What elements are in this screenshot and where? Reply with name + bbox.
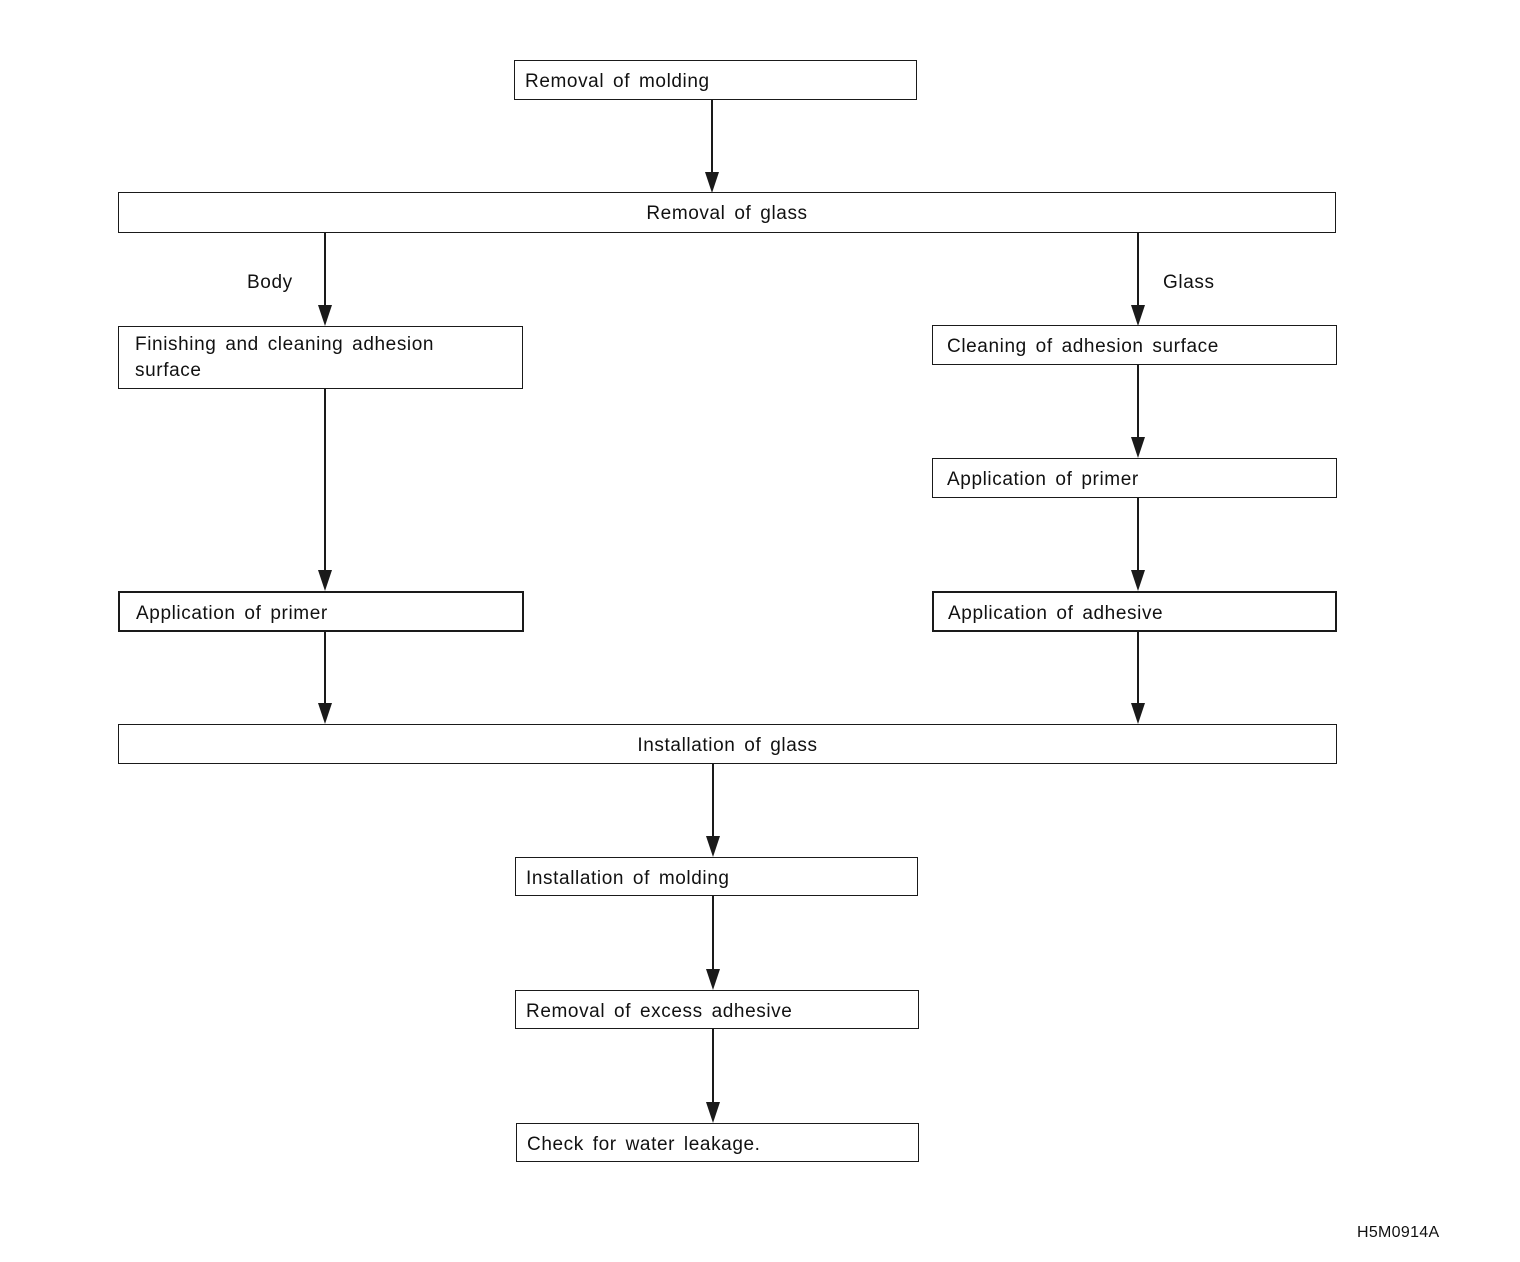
step-removal-of-molding: Removal of molding: [514, 60, 917, 100]
arrowhead-icon: [706, 969, 720, 990]
step-removal-of-glass: Removal of glass: [118, 192, 1336, 233]
step-glass-cleaning-adhesion-surface: Cleaning of adhesion surface: [932, 325, 1337, 365]
step-installation-of-molding: Installation of molding: [515, 857, 918, 896]
step-glass-application-of-adhesive: Application of adhesive: [932, 591, 1337, 632]
step-installation-of-glass: Installation of glass: [118, 724, 1337, 764]
arrowhead-icon: [318, 570, 332, 591]
arrowhead-icon: [1131, 437, 1145, 458]
arrowhead-icon: [318, 305, 332, 326]
arrowhead-icon: [1131, 703, 1145, 724]
arrowhead-icon: [705, 172, 719, 193]
arrowhead-icon: [1131, 305, 1145, 326]
arrowhead-icon: [706, 1102, 720, 1123]
arrowhead-icon: [318, 703, 332, 724]
step-check-for-water-leakage: Check for water leakage.: [516, 1123, 919, 1162]
step-body-finishing-cleaning: Finishing and cleaning adhesion surface: [118, 326, 523, 389]
step-body-application-of-primer: Application of primer: [118, 591, 524, 632]
figure-code: H5M0914A: [1357, 1224, 1440, 1241]
step-removal-of-excess-adhesive: Removal of excess adhesive: [515, 990, 919, 1029]
branch-label-body: Body: [247, 272, 293, 293]
arrowhead-icon: [706, 836, 720, 857]
branch-label-glass: Glass: [1163, 272, 1215, 293]
arrowhead-icon: [1131, 570, 1145, 591]
step-glass-application-of-primer: Application of primer: [932, 458, 1337, 498]
